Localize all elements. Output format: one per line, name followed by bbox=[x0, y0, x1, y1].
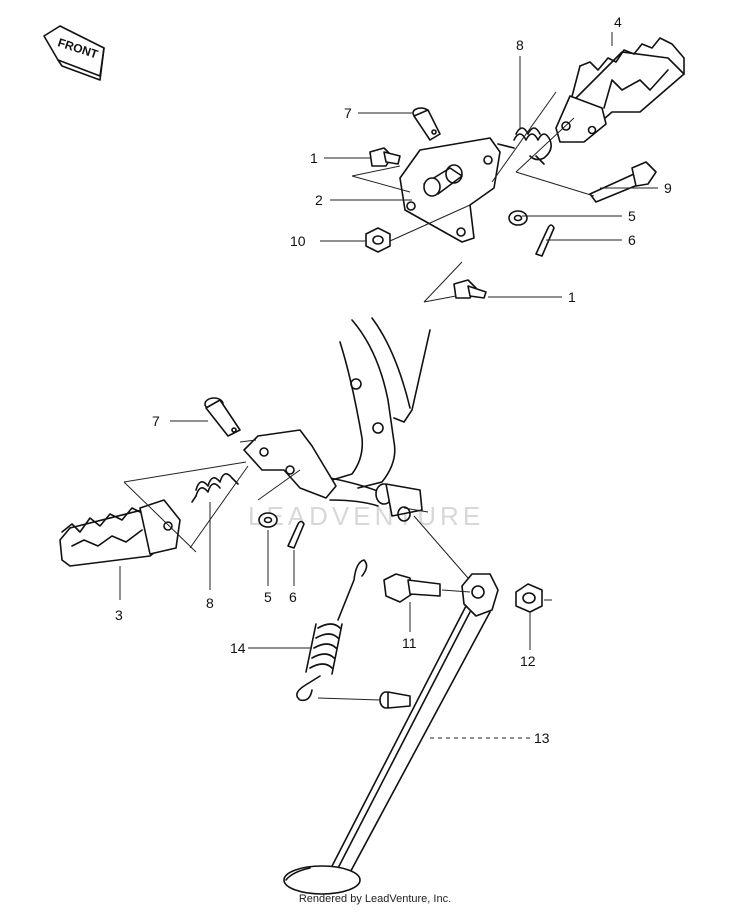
lower-pin bbox=[204, 397, 241, 437]
stand-spring bbox=[296, 559, 368, 702]
long-bolt bbox=[589, 161, 657, 203]
stand-nut bbox=[515, 583, 543, 613]
watermark: LEADVENTURE bbox=[248, 501, 484, 531]
callout-13: 13 bbox=[534, 730, 550, 746]
callout-labels: 4 8 7 1 2 10 9 5 6 1 7 3 8 5 6 11 12 14 … bbox=[115, 14, 672, 746]
callout-6-upper: 6 bbox=[628, 232, 636, 248]
side-stand bbox=[283, 573, 499, 895]
lower-cotter-pin bbox=[287, 520, 305, 549]
callout-1-lower: 1 bbox=[568, 289, 576, 305]
callout-5-upper: 5 bbox=[628, 208, 636, 224]
lower-footpeg-bracket bbox=[243, 429, 337, 499]
lower-leader-lines bbox=[119, 420, 301, 600]
callout-3: 3 bbox=[115, 607, 123, 623]
callout-8-upper: 8 bbox=[516, 37, 524, 53]
upper-footpeg bbox=[555, 37, 685, 143]
upper-nut bbox=[365, 227, 391, 253]
callout-1-upper: 1 bbox=[310, 150, 318, 166]
callout-14: 14 bbox=[230, 640, 246, 656]
callout-8-lower: 8 bbox=[206, 595, 214, 611]
upper-cotter-pin bbox=[535, 224, 555, 257]
callout-6-lower: 6 bbox=[289, 589, 297, 605]
upper-spring bbox=[497, 127, 552, 165]
lower-footpeg bbox=[59, 499, 181, 567]
upper-pin bbox=[412, 107, 441, 141]
callout-10: 10 bbox=[290, 233, 306, 249]
callout-7-upper: 7 bbox=[344, 105, 352, 121]
stand-leader-lines bbox=[248, 507, 552, 739]
callout-7-lower: 7 bbox=[152, 413, 160, 429]
footer-credit: Rendered by LeadVenture, Inc. bbox=[298, 893, 452, 905]
upper-footpeg-bracket bbox=[399, 137, 501, 243]
upper-bolt-1 bbox=[369, 147, 401, 167]
upper-washer bbox=[508, 210, 528, 226]
callout-9: 9 bbox=[664, 180, 672, 196]
callout-5-lower: 5 bbox=[264, 589, 272, 605]
upper-leader-lines bbox=[320, 32, 658, 303]
front-arrow-badge: FRONT bbox=[43, 25, 105, 81]
callout-11: 11 bbox=[402, 635, 417, 651]
callout-12: 12 bbox=[520, 653, 536, 669]
lower-washer bbox=[258, 512, 278, 528]
stand-bolt bbox=[383, 573, 441, 603]
callout-4: 4 bbox=[614, 14, 622, 30]
lower-spring bbox=[191, 473, 239, 503]
lower-mount-bolt-1 bbox=[453, 279, 487, 299]
callout-2: 2 bbox=[315, 192, 323, 208]
frame-section bbox=[329, 317, 431, 522]
